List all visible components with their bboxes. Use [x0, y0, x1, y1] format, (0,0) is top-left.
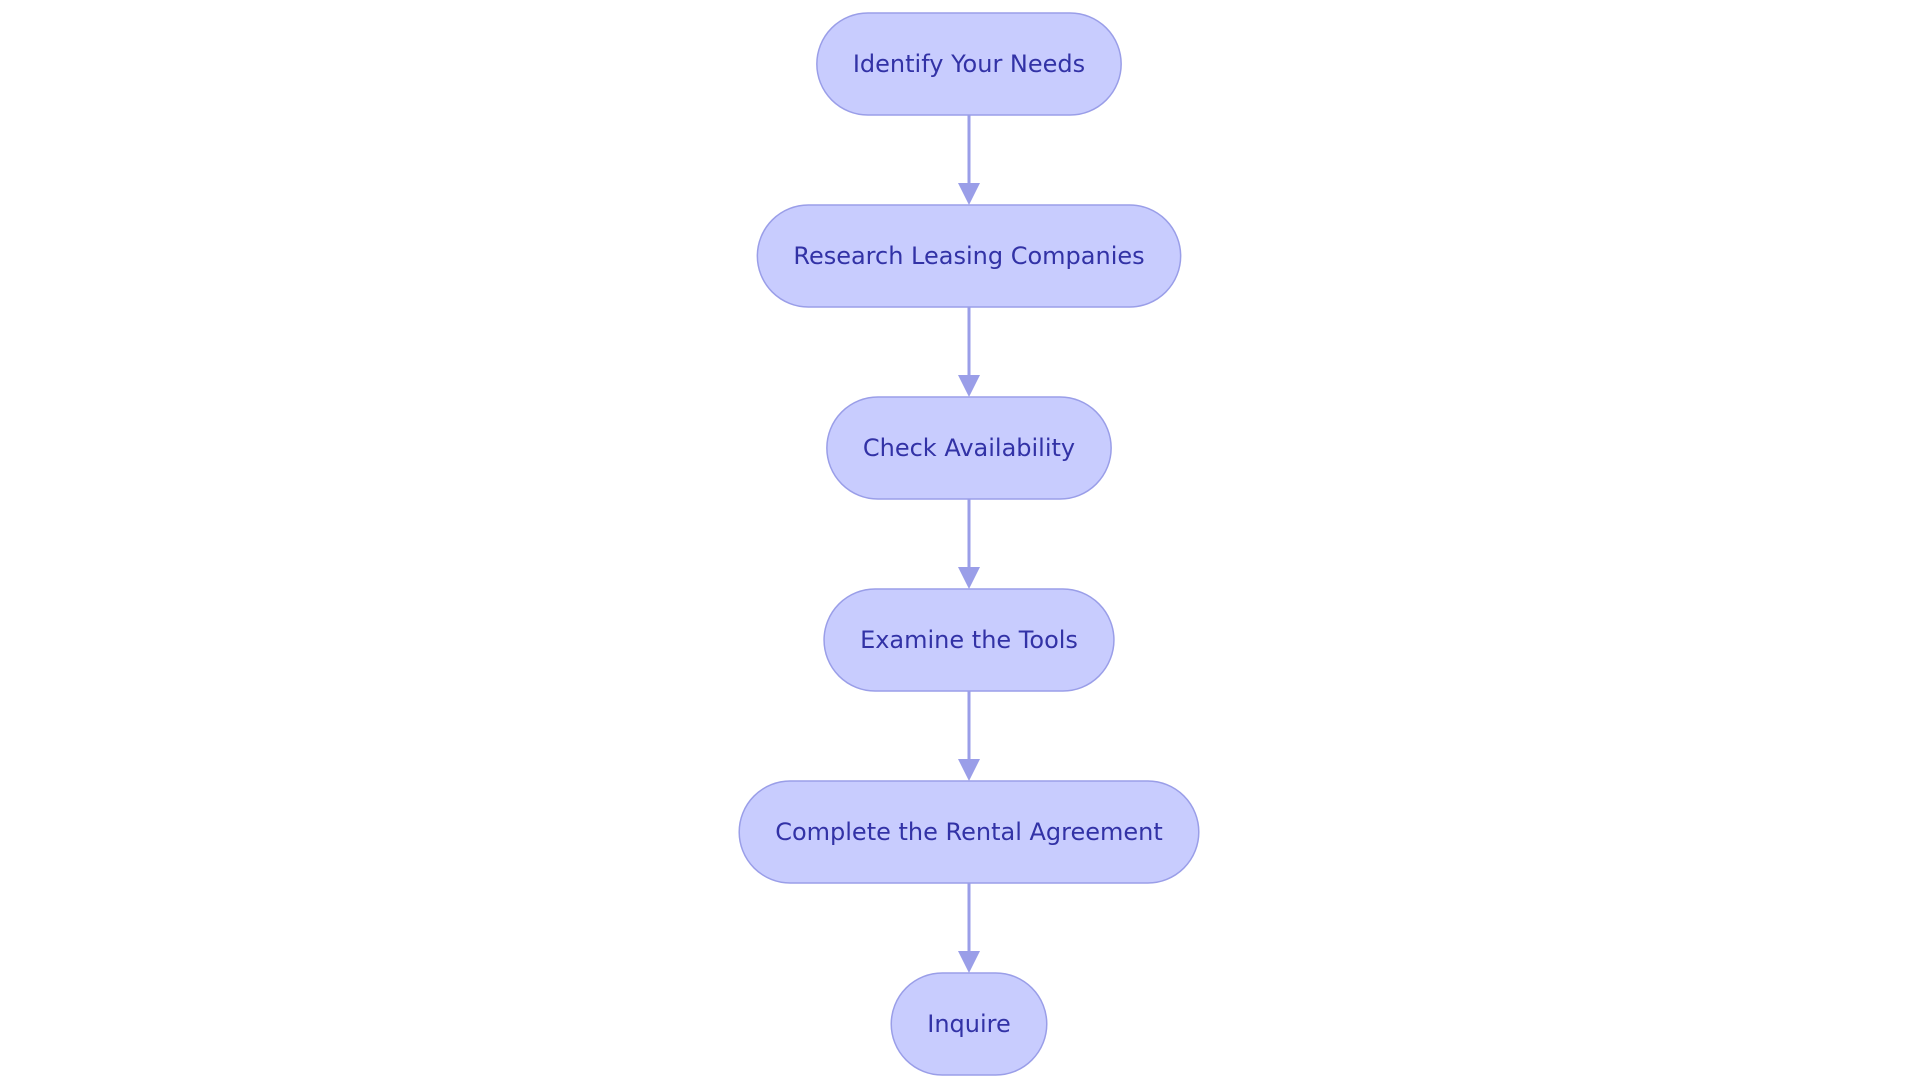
node-label: Examine the Tools — [860, 626, 1078, 654]
node-label: Check Availability — [863, 434, 1075, 462]
edges-layer — [958, 115, 980, 973]
arrowhead-icon — [958, 759, 980, 781]
arrowhead-icon — [958, 567, 980, 589]
node-shape — [756, 204, 1182, 308]
node-shape — [890, 972, 1048, 1076]
edge-examine-to-agreement — [958, 691, 980, 781]
arrowhead-icon — [958, 375, 980, 397]
node-identify: Identify Your Needs — [816, 12, 1122, 116]
node-shape — [816, 12, 1122, 116]
node-label: Research Leasing Companies — [793, 242, 1144, 270]
edge-agreement-to-inquire — [958, 883, 980, 973]
arrowhead-icon — [958, 183, 980, 205]
edge-identify-to-research — [958, 115, 980, 205]
node-inquire: Inquire — [890, 972, 1048, 1076]
node-examine: Examine the Tools — [823, 588, 1115, 692]
node-research: Research Leasing Companies — [756, 204, 1182, 308]
node-label: Complete the Rental Agreement — [775, 818, 1163, 846]
edge-research-to-availability — [958, 307, 980, 397]
edge-availability-to-examine — [958, 499, 980, 589]
node-agreement: Complete the Rental Agreement — [738, 780, 1200, 884]
node-label: Inquire — [927, 1010, 1011, 1038]
arrowhead-icon — [958, 951, 980, 973]
node-shape — [823, 588, 1115, 692]
node-availability: Check Availability — [826, 396, 1112, 500]
node-label: Identify Your Needs — [853, 50, 1085, 78]
node-shape — [826, 396, 1112, 500]
node-shape — [738, 780, 1200, 884]
